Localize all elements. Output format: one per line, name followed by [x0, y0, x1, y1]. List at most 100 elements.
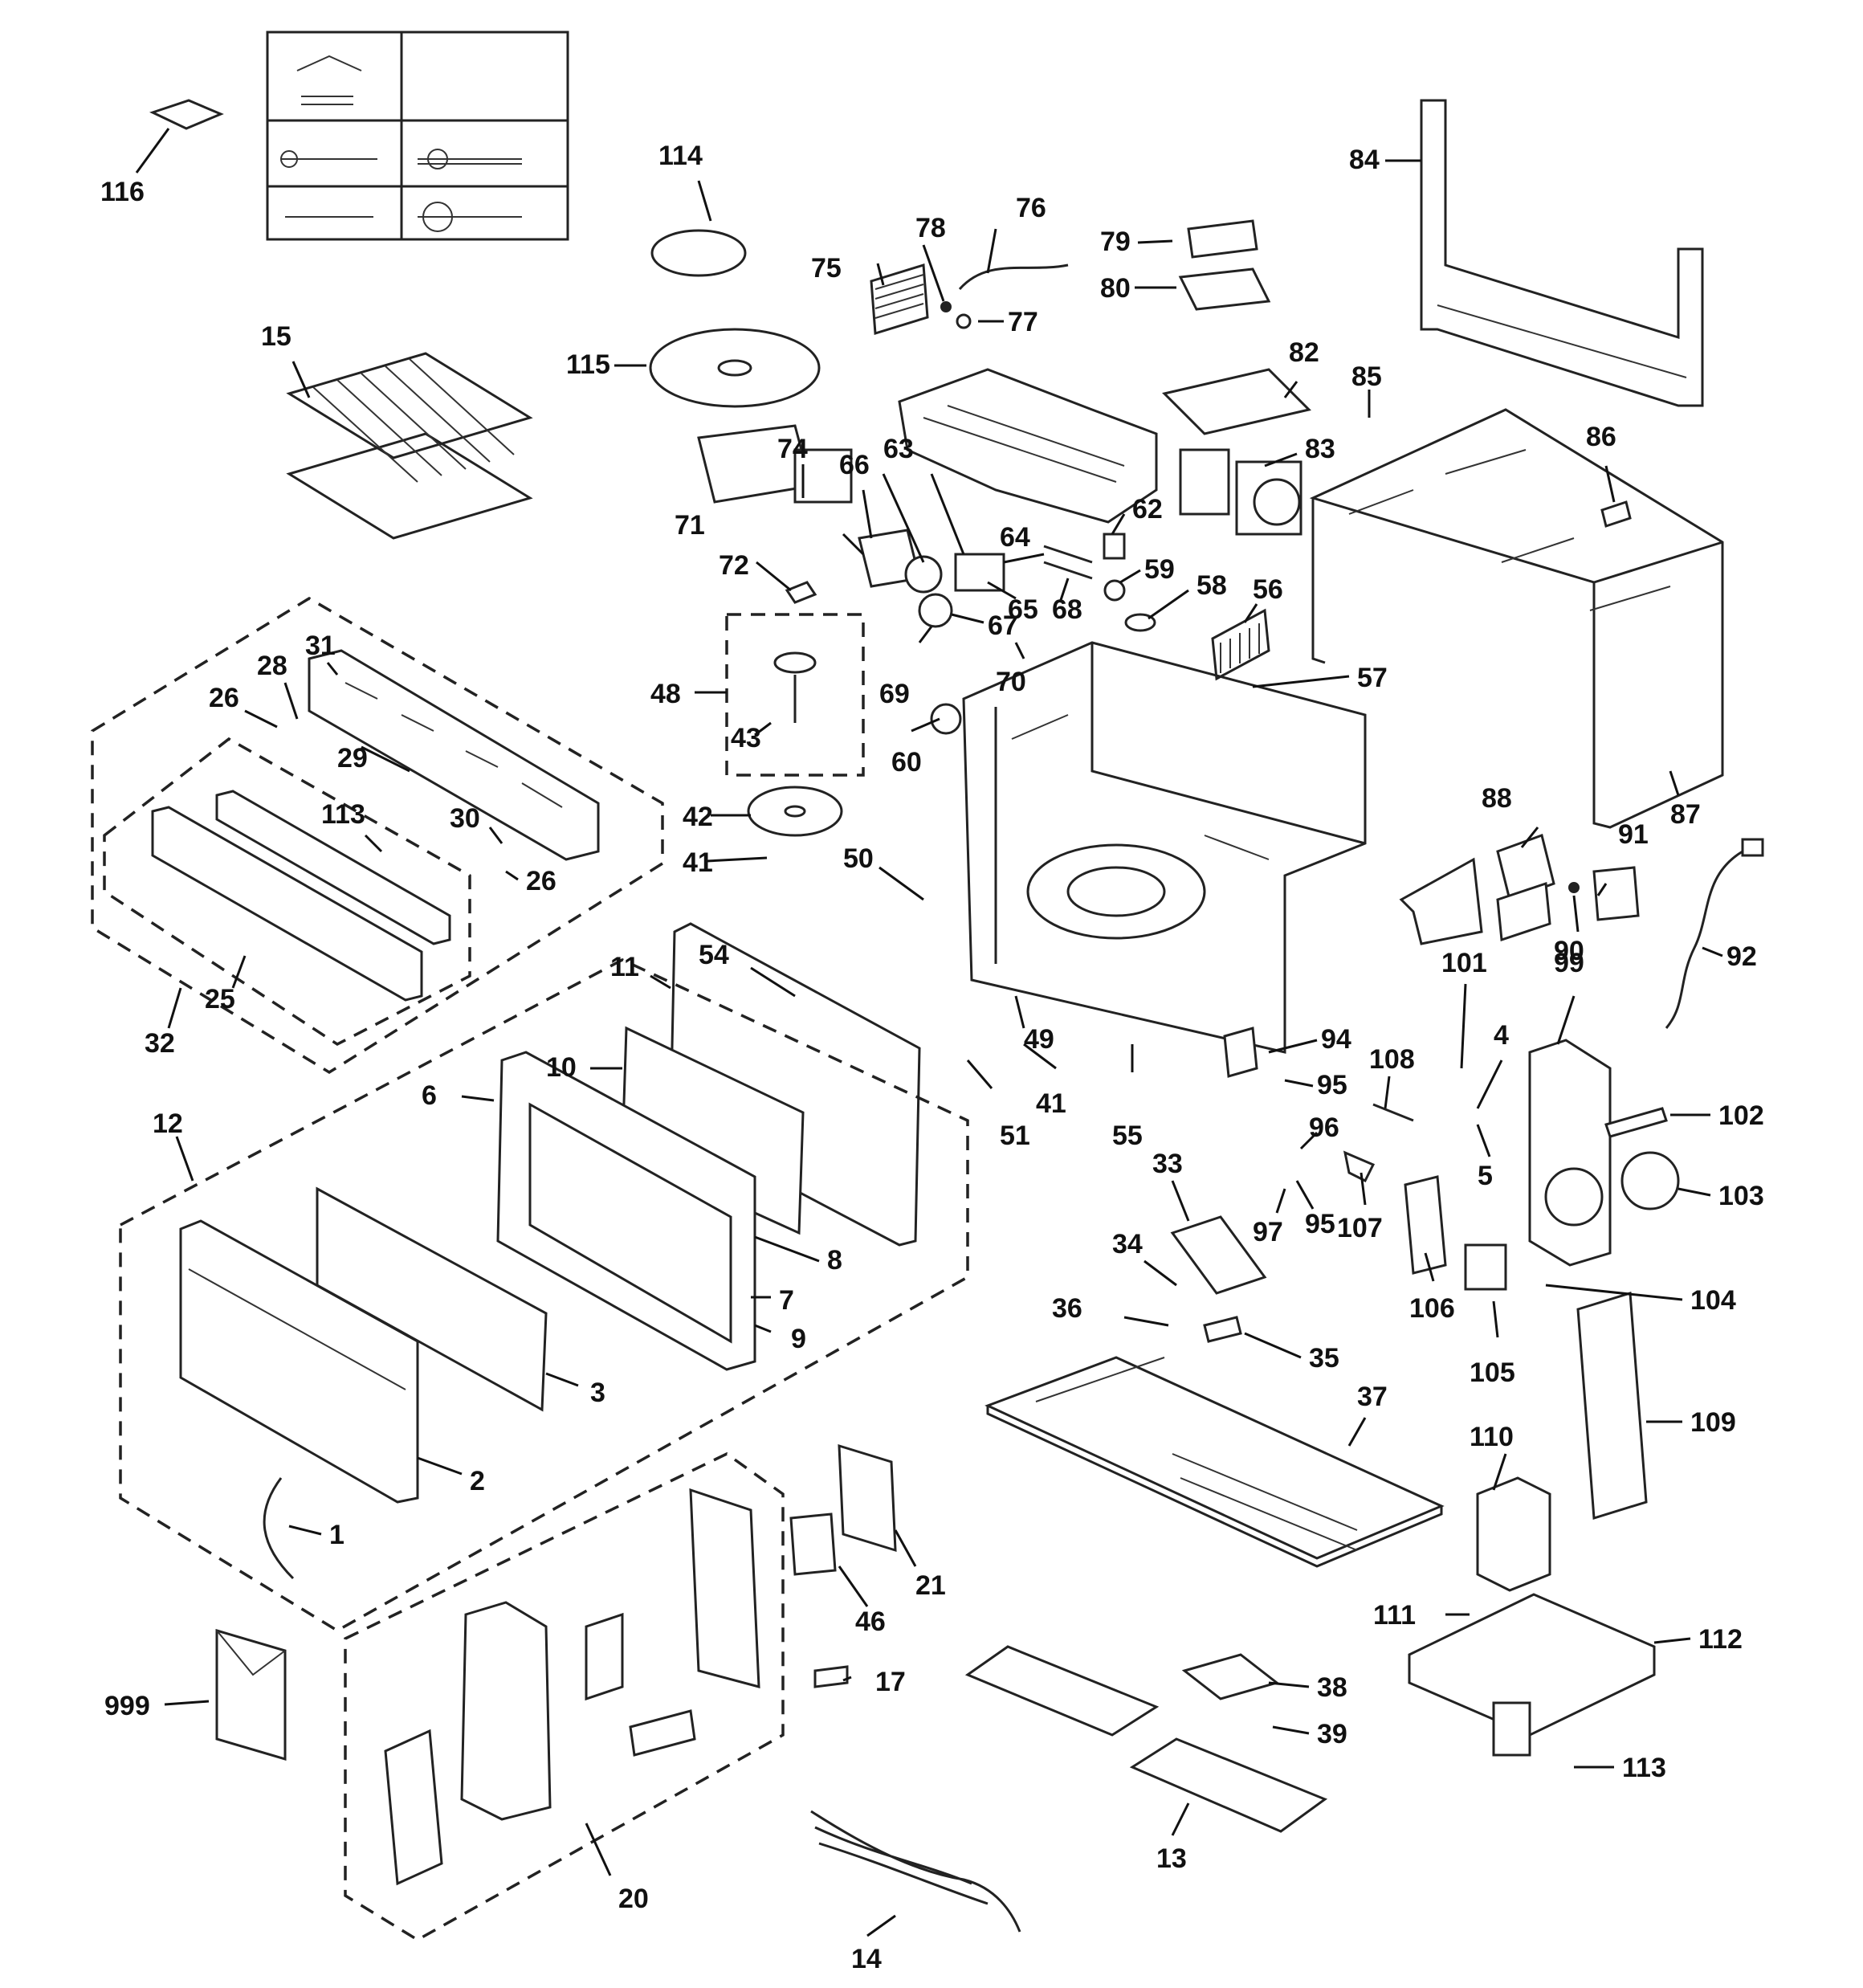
part-94-interlock: [1223, 1027, 1258, 1078]
part-77-washer: [956, 313, 972, 329]
callout-66: 66: [839, 450, 870, 480]
callout-38: 38: [1317, 1672, 1347, 1703]
callout-36: 36: [1052, 1293, 1082, 1324]
part-1-handle: [263, 1477, 295, 1580]
callout-17: 17: [875, 1667, 906, 1697]
part-32-control-panel-group: [91, 596, 664, 1075]
part-86-clip: [1600, 500, 1632, 528]
part-103-fan-blade: [1620, 1151, 1680, 1210]
part-37-bottom-plate: [984, 1356, 1445, 1568]
callout-113a: 113: [321, 799, 365, 830]
callout-10: 10: [546, 1052, 577, 1083]
callout-26a: 26: [209, 683, 239, 713]
callout-110: 110: [1470, 1422, 1514, 1452]
part-90-screw: [1568, 882, 1580, 893]
part-6-door-frame: [496, 1051, 756, 1371]
callout-41b: 41: [1036, 1088, 1066, 1119]
part-46-insulator: [789, 1512, 837, 1576]
callout-87: 87: [1670, 799, 1701, 830]
callout-105: 105: [1470, 1357, 1515, 1388]
callout-106: 106: [1409, 1293, 1455, 1324]
callout-67: 67: [988, 610, 1018, 641]
callout-6: 6: [422, 1080, 437, 1111]
part-75-grille: [870, 263, 929, 335]
callout-13: 13: [1156, 1843, 1187, 1874]
callout-96: 96: [1309, 1112, 1339, 1143]
part-80-duct: [1178, 267, 1271, 311]
callout-labels: 116 114 115 15 75 78 76 77 79 80 82 83 8…: [100, 141, 1764, 1974]
part-12-door-group: [119, 958, 969, 1633]
callout-59: 59: [1144, 554, 1175, 585]
callout-86: 86: [1586, 422, 1616, 452]
callout-57: 57: [1357, 663, 1388, 693]
part-79-duct-cover: [1187, 219, 1258, 259]
part-82-vent-plate: [1162, 368, 1311, 435]
part-31-control-board: [308, 649, 600, 861]
part-114-roller-ring: [650, 229, 747, 277]
callout-95b: 95: [1305, 1209, 1335, 1239]
part-999-manual: [215, 1628, 287, 1761]
part-112-base-plate: [1408, 1593, 1656, 1737]
callout-80: 80: [1100, 273, 1131, 304]
callout-50: 50: [843, 843, 874, 874]
callout-78: 78: [915, 213, 946, 243]
callout-82: 82: [1289, 337, 1319, 368]
callout-91: 91: [1618, 819, 1649, 850]
callout-103: 103: [1718, 1181, 1764, 1211]
part-48-group: [725, 613, 865, 777]
part-106-capacitor: [1404, 1175, 1447, 1275]
callout-28: 28: [257, 651, 287, 681]
callout-115: 115: [566, 349, 610, 380]
part-33-vent-grille: [1170, 1215, 1267, 1295]
part-113-foot: [1492, 1701, 1531, 1757]
callout-51: 51: [1000, 1121, 1030, 1151]
part-59-sensor: [1103, 579, 1126, 602]
callout-14: 14: [851, 1944, 882, 1974]
part-88-magnetron: [1496, 834, 1555, 942]
callout-55: 55: [1112, 1121, 1143, 1151]
callout-31: 31: [305, 631, 336, 661]
part-42-stirrer: [747, 786, 843, 837]
callout-42: 42: [683, 802, 713, 832]
callout-2: 2: [470, 1466, 485, 1496]
callout-75: 75: [811, 253, 842, 284]
callout-26b: 26: [526, 866, 556, 896]
callout-102: 102: [1718, 1100, 1764, 1131]
part-15-rack: [286, 352, 533, 540]
part-17-connector: [813, 1665, 849, 1688]
part-105-motor: [1464, 1243, 1507, 1291]
part-2-outer-door: [179, 1219, 419, 1504]
callout-101: 101: [1441, 948, 1487, 978]
callout-20: 20: [618, 1884, 649, 1914]
part-92-power-cord: [1665, 850, 1743, 1029]
callout-111: 111: [1373, 1600, 1416, 1631]
callout-112: 112: [1698, 1624, 1743, 1655]
part-38-39-lamp-cover: [1181, 1653, 1280, 1700]
part-25-touch-panel-group: [103, 737, 471, 1047]
part-76-wire: [958, 263, 1069, 290]
callout-84: 84: [1349, 145, 1380, 175]
callout-12: 12: [153, 1108, 183, 1139]
callout-77: 77: [1008, 307, 1038, 337]
callout-62: 62: [1132, 494, 1163, 525]
callout-49: 49: [1024, 1024, 1054, 1055]
part-13-filter-right: [1129, 1737, 1328, 1833]
control-housing: [460, 1601, 552, 1821]
callout-74: 74: [777, 434, 808, 464]
callout-65: 65: [1008, 594, 1038, 625]
callout-43: 43: [731, 723, 761, 753]
part-20-control-module-group: [344, 1451, 785, 1942]
callout-113b: 113: [1622, 1753, 1666, 1783]
callout-99: 99: [1554, 948, 1584, 978]
callout-92: 92: [1726, 941, 1757, 972]
part-110-transformer: [1476, 1476, 1551, 1592]
part-87-outer-case: [1309, 408, 1724, 829]
part-60-motor: [930, 703, 962, 735]
callout-76: 76: [1016, 193, 1046, 223]
callout-94: 94: [1321, 1024, 1351, 1055]
callout-63: 63: [883, 434, 914, 464]
part-63-66-motor-group: [904, 545, 1093, 628]
callout-69: 69: [879, 679, 910, 709]
callout-116: 116: [100, 177, 145, 207]
